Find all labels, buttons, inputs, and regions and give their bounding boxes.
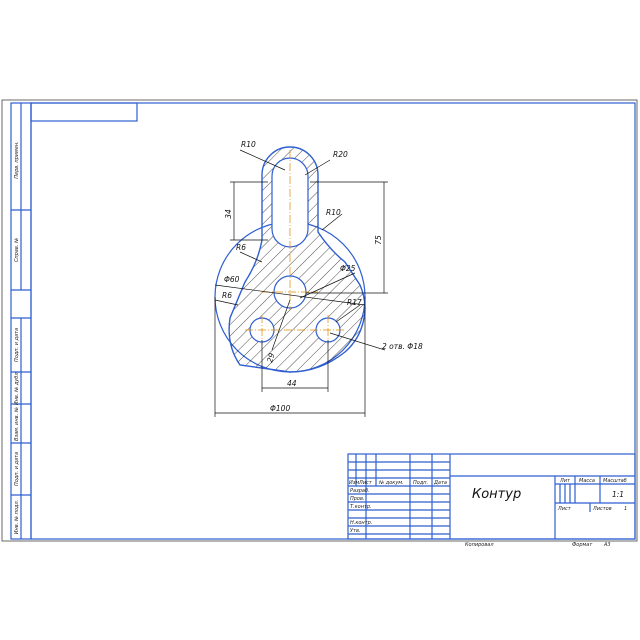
side-stamp-cell: Инв. № подл. <box>14 500 20 535</box>
header-data: Дата <box>433 480 447 486</box>
dim-holes: 2 отв. Φ18 <box>382 342 423 351</box>
dim-75: 75 <box>374 235 383 245</box>
outer-sheet-border <box>1 99 638 542</box>
side-stamp: Перв. примен. Справ. № Подп. и дата Инв.… <box>10 102 32 540</box>
dim-r10-side: R10 <box>326 208 341 217</box>
header-lit: Лит <box>559 478 571 484</box>
dim-r10-top: R10 <box>241 140 256 149</box>
drawing-title: Контур <box>472 487 521 502</box>
header-list: Лист <box>358 480 373 486</box>
format-label: Формат <box>572 542 593 548</box>
header-massa: Масса <box>579 478 595 484</box>
dimension-lines <box>214 149 388 417</box>
dim-44: 44 <box>287 379 297 388</box>
format-value: А3 <box>603 542 611 548</box>
dim-r6-upper: R6 <box>236 243 246 252</box>
sheets-count: 1 <box>624 506 627 512</box>
scale-value: 1:1 <box>612 490 624 499</box>
copied-label: Копировал <box>465 542 494 548</box>
title-block: Изм Лист № докум. Подп. Дата Разраб. Про… <box>347 453 636 540</box>
sheet-label: Лист <box>557 506 572 512</box>
side-stamp-cell: Подп. и дата <box>14 452 20 486</box>
role-label: Разраб. <box>350 488 370 494</box>
dim-phi100: Φ100 <box>270 404 290 413</box>
side-stamp-cell: Подп. и дата <box>14 328 20 362</box>
role-label: Утв. <box>350 528 361 534</box>
corner-stamp-box <box>30 102 138 122</box>
dim-29: 29 <box>265 352 276 364</box>
header-izm: Изм <box>349 480 359 486</box>
header-masshtab: Масштаб <box>603 478 627 484</box>
dim-34: 34 <box>224 209 233 219</box>
dim-r6-lower: R6 <box>222 291 232 300</box>
side-stamp-cell: Справ. № <box>14 238 20 262</box>
side-stamp-cell: Инв. № дубл. <box>14 371 20 405</box>
role-label: Пров. <box>350 496 365 502</box>
sheets-label: Листов <box>592 506 612 512</box>
center-lines <box>245 150 345 345</box>
side-stamp-cell: Перв. примен. <box>14 141 20 179</box>
dimension-labels: R10 R20 34 75 R10 R6 Φ60 Φ25 R6 R17 2 от… <box>222 140 423 413</box>
side-stamp-cell: Взам. инв. № <box>14 407 20 441</box>
header-podp: Подп. <box>413 480 428 486</box>
dim-phi25: Φ25 <box>340 264 356 273</box>
dim-phi60: Φ60 <box>224 275 240 284</box>
header-doc: № докум. <box>378 480 404 486</box>
role-label: Н.контр. <box>350 520 372 526</box>
dim-r20: R20 <box>333 150 348 159</box>
dim-r17: R17 <box>347 298 362 307</box>
role-label: Т.контр. <box>350 504 372 510</box>
